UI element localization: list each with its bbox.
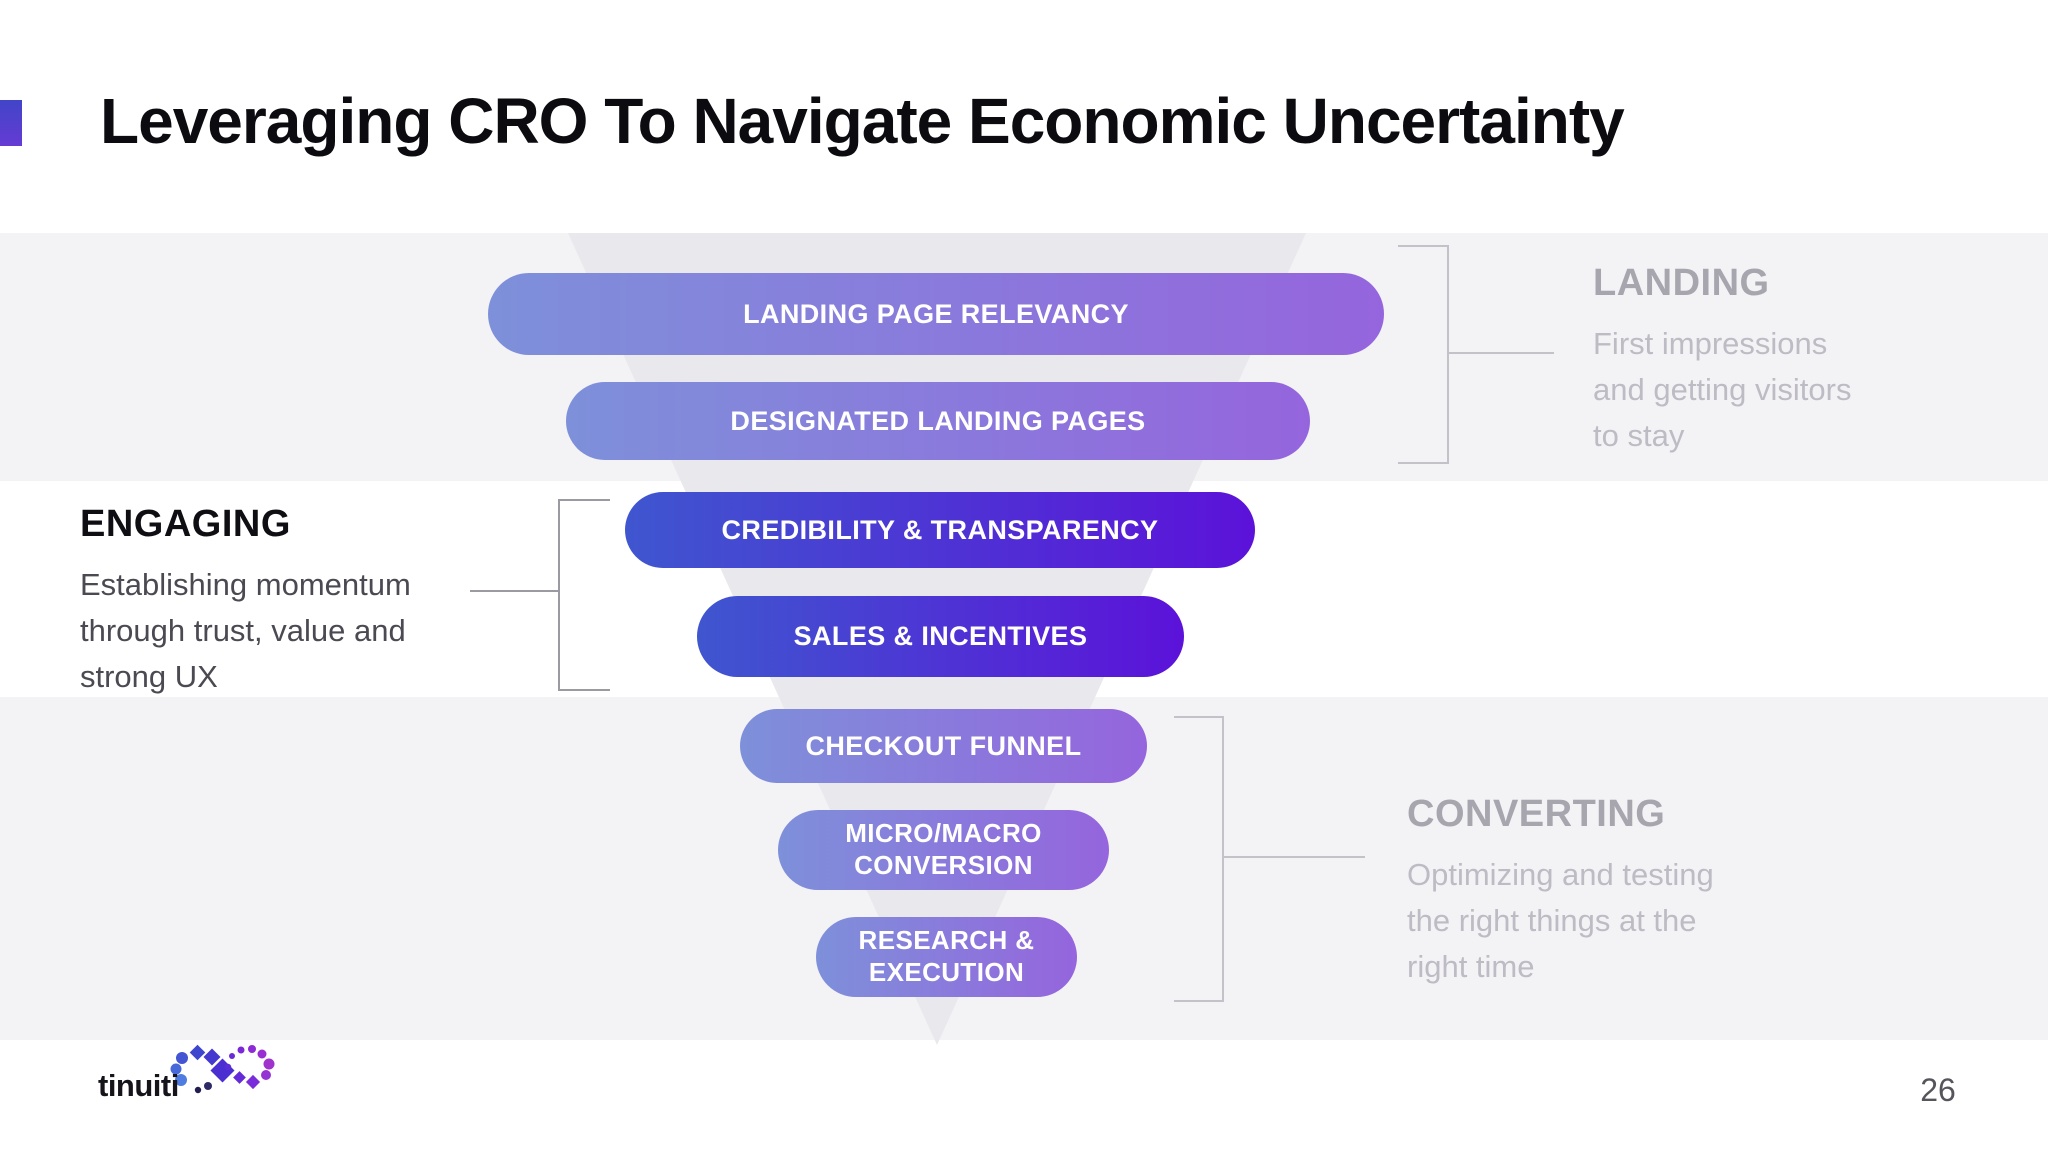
bracket-converting xyxy=(1174,716,1224,1002)
section-description-line: the right things at the xyxy=(1407,903,1697,938)
funnel-bar-research-execution: RESEARCH & EXECUTION xyxy=(816,917,1077,997)
bracket-landing-connector xyxy=(1447,352,1554,354)
bracket-engaging-connector xyxy=(470,590,558,592)
funnel-bar-checkout-funnel: CHECKOUT FUNNEL xyxy=(740,709,1147,783)
section-title: CONVERTING xyxy=(1407,793,1666,835)
funnel-bar-credibility-transparency: CREDIBILITY & TRANSPARENCY xyxy=(625,492,1255,568)
funnel-bar-micro-macro-conversion: MICRO/MACRO CONVERSION xyxy=(778,810,1109,890)
section-label-converting: CONVERTING Optimizing and testing the ri… xyxy=(1407,793,1767,990)
funnel-bar-label: RESEARCH & EXECUTION xyxy=(858,925,1035,987)
funnel-bar-label: SALES & INCENTIVES xyxy=(793,621,1088,652)
bracket-landing xyxy=(1398,245,1449,464)
bracket-converting-connector xyxy=(1222,856,1365,858)
section-label-landing: LANDING First impressions and getting vi… xyxy=(1593,262,1923,459)
section-title: LANDING xyxy=(1593,262,1770,304)
funnel-bar-label: MICRO/MACRO CONVERSION xyxy=(845,818,1042,880)
title-accent-square xyxy=(0,100,22,146)
section-description-line: and getting visitors xyxy=(1593,372,1852,407)
funnel-bar-designated-landing-pages: DESIGNATED LANDING PAGES xyxy=(566,382,1310,460)
section-description-line: through trust, value and xyxy=(80,613,406,648)
page-number: 26 xyxy=(1920,1072,1956,1108)
bracket-engaging xyxy=(558,499,610,691)
funnel-bar-label: CHECKOUT FUNNEL xyxy=(805,730,1082,761)
section-description-line: right time xyxy=(1407,949,1535,984)
tinuiti-logo: tinuiti xyxy=(98,1040,278,1110)
tinuiti-infinity-icon xyxy=(170,1044,275,1094)
section-description-line: Optimizing and testing xyxy=(1407,857,1714,892)
funnel-bar-label: CREDIBILITY & TRANSPARENCY xyxy=(721,514,1159,545)
funnel-bar-landing-page-relevancy: LANDING PAGE RELEVANCY xyxy=(488,273,1384,355)
page-title: Leveraging CRO To Navigate Economic Unce… xyxy=(100,85,1625,157)
section-description-line: Establishing momentum xyxy=(80,567,411,602)
funnel-bar-sales-incentives: SALES & INCENTIVES xyxy=(697,596,1184,677)
section-label-engaging: ENGAGING Establishing momentum through t… xyxy=(80,503,480,700)
section-title: ENGAGING xyxy=(80,503,291,545)
section-description-line: First impressions xyxy=(1593,326,1828,361)
tinuiti-logo-text: tinuiti xyxy=(98,1068,179,1103)
section-description-line: to stay xyxy=(1593,418,1685,453)
funnel-bar-label: DESIGNATED LANDING PAGES xyxy=(730,405,1146,436)
funnel-bar-label: LANDING PAGE RELEVANCY xyxy=(743,298,1129,329)
section-description-line: strong UX xyxy=(80,659,218,694)
